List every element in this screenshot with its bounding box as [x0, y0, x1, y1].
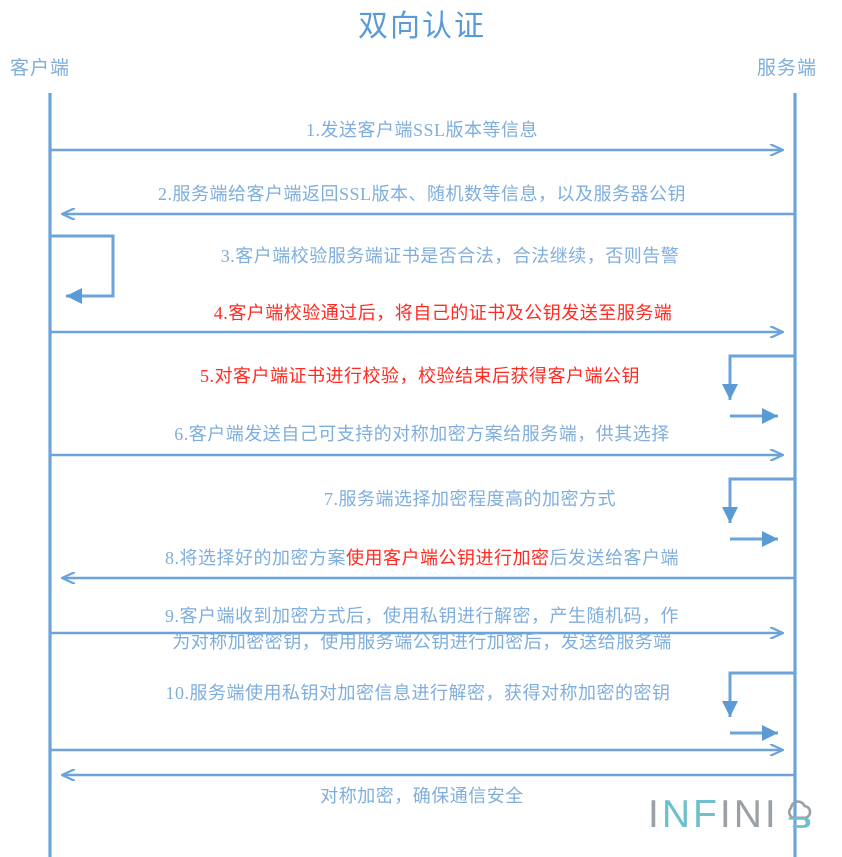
message-selfloop-10-box — [722, 671, 795, 717]
message-selfloop-3 — [50, 234, 115, 304]
lifelines-group — [48, 93, 797, 857]
message-selfloop-7-box — [722, 477, 795, 523]
message-selfloop-5-box — [722, 354, 795, 400]
messages-group — [50, 150, 795, 775]
